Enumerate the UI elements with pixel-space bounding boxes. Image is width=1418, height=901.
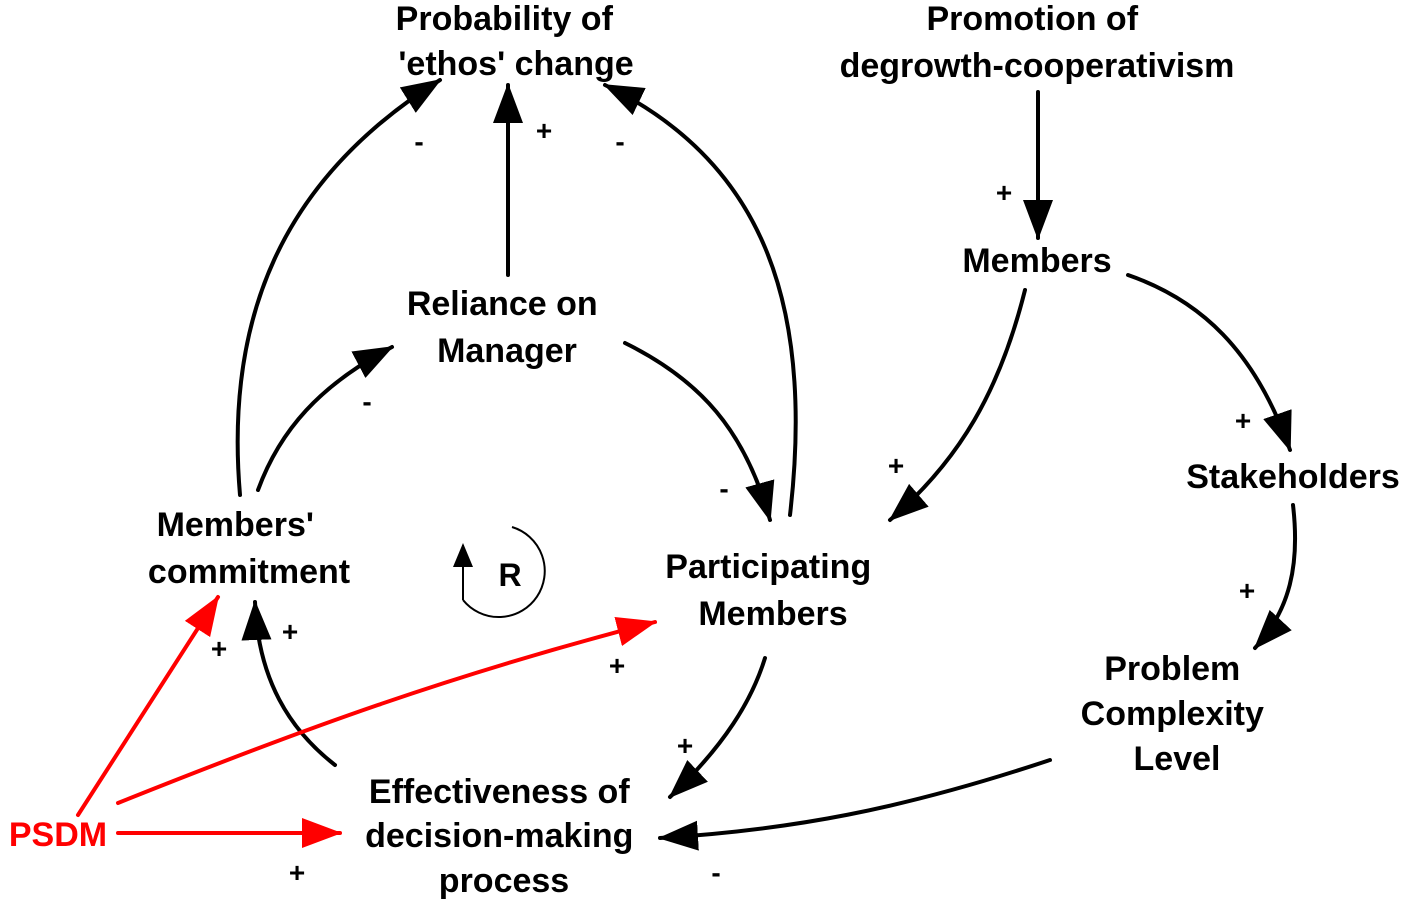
- polarity-participating-to-effectiveness: +: [677, 730, 693, 761]
- link-commitment-to-probability: [235, 78, 442, 497]
- node-promotion-of-degrowth-cooperativism: Promotion of degrowth-cooperativism: [840, 0, 1235, 85]
- link-participating-to-effectiveness: [668, 656, 767, 799]
- node-reliance-on-manager: Reliance on Manager: [407, 285, 607, 370]
- link-participating-to-probability: [603, 83, 798, 517]
- polarity-reliance-to-participating: -: [719, 473, 728, 504]
- link-psdm-to-commitment: [76, 595, 220, 817]
- node-problem-complexity-level: Problem Complexity Level: [1081, 650, 1274, 778]
- node-effectiveness-of-decision-making-process: Effectiveness of decision-making process: [365, 773, 643, 900]
- polarity-members-to-participating: +: [888, 450, 904, 481]
- polarity-reliance-to-probability: +: [536, 115, 552, 146]
- link-members-to-participating: [888, 288, 1027, 522]
- polarity-participating-to-probability: -: [615, 126, 624, 157]
- link-commitment-to-reliance: [256, 345, 394, 492]
- link-effectiveness-to-commitment: [241, 600, 337, 767]
- polarity-effectiveness-to-commitment: +: [282, 616, 298, 647]
- polarity-members-to-stakeholders: +: [1235, 405, 1251, 436]
- polarity-stakeholders-to-complexity: +: [1239, 575, 1255, 606]
- node-stakeholders: Stakeholders: [1186, 458, 1400, 496]
- reinforcing-loop-symbol: R: [463, 527, 546, 619]
- loop-arrow-icon: [463, 527, 546, 619]
- node-psdm: PSDM: [9, 816, 107, 854]
- node-members: Members: [962, 242, 1111, 280]
- polarity-psdm-to-commitment: +: [211, 633, 227, 664]
- polarity-psdm-to-effectiveness: +: [289, 857, 305, 888]
- link-reliance-to-participating: [623, 341, 775, 522]
- polarity-commitment-to-probability: -: [414, 126, 423, 157]
- link-members-to-stakeholders: [1126, 273, 1292, 452]
- polarity-complexity-to-effectiveness: -: [711, 857, 720, 888]
- polarity-commitment-to-reliance: -: [362, 386, 371, 417]
- link-psdm-to-participating: [116, 616, 657, 805]
- link-complexity-to-effectiveness: [658, 758, 1052, 851]
- polarity-promotion-to-members: +: [996, 177, 1012, 208]
- node-participating-members: Participating Members: [665, 548, 880, 633]
- node-members-commitment: Members' commitment: [148, 506, 350, 591]
- polarity-psdm-to-participating: +: [609, 650, 625, 681]
- node-probability-of-ethos-change: Probability of 'ethos' change: [396, 0, 634, 83]
- loop-label: R: [498, 557, 521, 593]
- link-stakeholders-to-complexity: [1253, 503, 1298, 650]
